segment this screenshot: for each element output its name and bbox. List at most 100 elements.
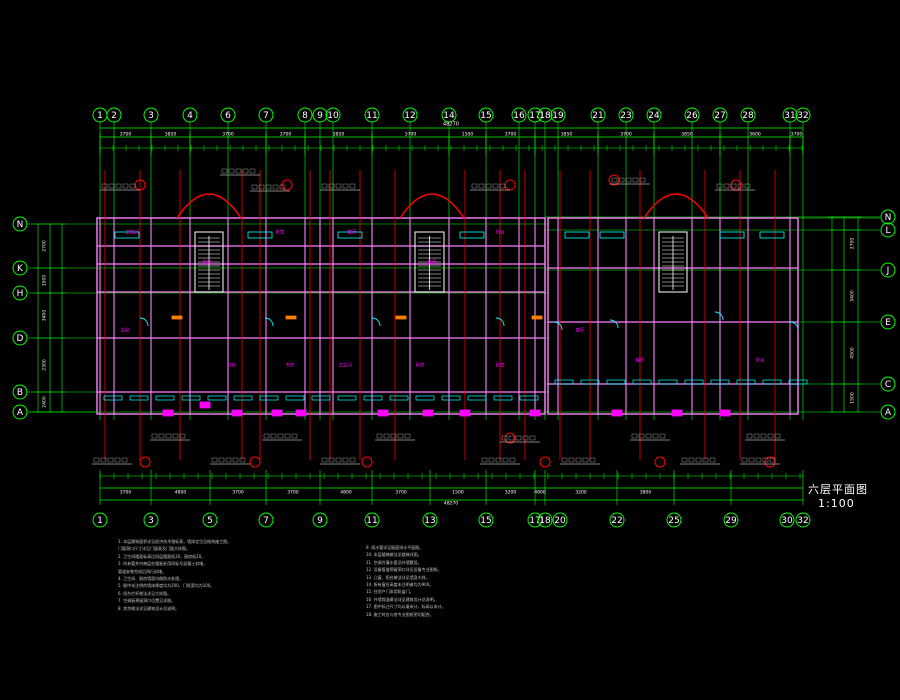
axis-bubble-circle	[182, 107, 198, 123]
axis-bubble-circle	[590, 107, 606, 123]
axis-bubble-circle	[143, 107, 159, 123]
axis-bubble-top: 14	[441, 107, 457, 123]
dimension-text-overall: 48270	[443, 122, 459, 128]
window-symbol	[459, 231, 485, 239]
dimension-text: 3700	[120, 490, 132, 496]
annotation-glyph	[730, 183, 737, 189]
annotation-glyph	[228, 168, 235, 174]
annotation-glyph	[529, 435, 536, 441]
axis-bubble-circle	[12, 260, 28, 276]
dimension-text: 3800	[640, 490, 652, 496]
balcony-arch	[176, 193, 242, 219]
balcony-fixture	[671, 409, 683, 417]
axis-bubble-circle	[478, 512, 494, 528]
note-line: 8. 其余做法详见建筑设计总说明。	[118, 605, 180, 611]
balcony-fixture	[199, 401, 211, 409]
annotation-glyph	[744, 183, 751, 189]
axis-bubble-top: 17	[527, 107, 543, 123]
axis-bubble-circle	[552, 512, 568, 528]
annotation-glyph	[481, 457, 488, 463]
axis-bubble-label: 20	[554, 516, 566, 526]
room-label: 阳台	[496, 229, 505, 236]
axis-bubble-right: L	[880, 222, 896, 238]
axis-bubble-label: J	[886, 266, 890, 276]
axis-bubble-circle	[312, 512, 328, 528]
annotation-glyph	[575, 457, 582, 463]
level-marker	[395, 315, 407, 320]
axis-bubble-circle	[527, 512, 543, 528]
dimension-text: 4800	[175, 490, 187, 496]
window-symbol	[719, 231, 745, 239]
axis-bubble-circle	[12, 384, 28, 400]
dimension-text: 1500	[850, 392, 856, 404]
axis-bubble-right: J	[880, 262, 896, 278]
axis-bubble-label: B	[17, 388, 23, 398]
axis-bubble-bottom: 25	[666, 512, 682, 528]
annotation-glyph	[279, 184, 286, 190]
annotation-glyph	[652, 433, 659, 439]
door-swing	[371, 317, 381, 327]
axis-bubble-label: 1	[97, 111, 103, 121]
annotation-glyph	[638, 433, 645, 439]
window-symbol	[181, 395, 201, 401]
drawing-title-block: 六层平面图 1:100	[808, 481, 900, 510]
room-label: 餐厅	[636, 357, 645, 364]
annotation-glyph	[492, 183, 499, 189]
axis-bubble-label: 32	[797, 516, 808, 526]
annotation-glyph	[618, 177, 625, 183]
stair-core-left	[194, 231, 224, 293]
annotation-glyph	[741, 457, 748, 463]
axis-bubble-circle	[795, 107, 811, 123]
index-symbol	[361, 456, 373, 468]
note-line: 7. 空调板预留洞口位置见详图。	[118, 598, 176, 604]
axis-bubble-top: 23	[618, 107, 634, 123]
annotation-glyph	[688, 457, 695, 463]
axis-bubble-right: N	[880, 209, 896, 225]
annotation-glyph	[471, 183, 478, 189]
dimension-text: 4500	[850, 347, 856, 359]
axis-bubble-left: B	[12, 384, 28, 400]
balcony-fixture	[231, 409, 243, 417]
annotation-glyph	[249, 168, 256, 174]
annotation-glyph	[499, 183, 506, 189]
annotation-glyph	[390, 433, 397, 439]
axis-bubble-label: 19	[552, 111, 564, 121]
axis-bubble-label: 2	[111, 111, 117, 121]
annotation-glyph	[485, 183, 492, 189]
axis-bubble-circle	[422, 512, 438, 528]
axis-bubble-top: 10	[325, 107, 341, 123]
dimension-text-overall: 48270	[444, 501, 458, 507]
annotation-glyph	[746, 433, 753, 439]
annotation-glyph	[165, 433, 172, 439]
room-label: 次卧	[228, 362, 237, 369]
axis-bubble-top: 24	[646, 107, 662, 123]
window-symbol	[759, 231, 785, 239]
annotation-glyph	[632, 177, 639, 183]
axis-bubble-right: E	[880, 314, 896, 330]
room-label: 书房	[286, 362, 295, 369]
annotation-glyph	[748, 457, 755, 463]
axis-bubble-circle	[12, 404, 28, 420]
window-symbol	[736, 379, 756, 385]
axis-bubble-label: 21	[592, 111, 603, 121]
note-line: 15. 住宅户门采用防盗门。	[366, 589, 414, 595]
dimension-text: 3700	[222, 132, 234, 138]
dimension-text: 2700	[42, 240, 48, 252]
annotation-glyph	[335, 457, 342, 463]
axis-bubble-label: 11	[366, 516, 377, 526]
axis-bubble-top: 16	[511, 107, 527, 123]
note-line: 17. 图中标注尺寸均以毫米计，标高以米计。	[366, 604, 446, 610]
axis-bubble-bottom: 1	[92, 512, 108, 528]
annotation-glyph	[158, 433, 165, 439]
annotation-glyph	[221, 168, 228, 174]
axis-bubble-circle	[202, 512, 218, 528]
axis-bubble-top: 26	[684, 107, 700, 123]
room-label: 客厅	[348, 229, 357, 236]
annotation-glyph	[108, 183, 115, 189]
annotation-glyph	[508, 435, 515, 441]
window-symbol	[519, 395, 539, 401]
note-line: 12. 设备管道预留洞口详见设备专业图纸。	[366, 567, 442, 573]
window-symbol	[606, 379, 626, 385]
note-line: 1. 本层建筑面积详见经济技术指标表，墙体定位见结构施工图。	[118, 539, 232, 544]
axis-bubble-top: 2	[106, 107, 122, 123]
